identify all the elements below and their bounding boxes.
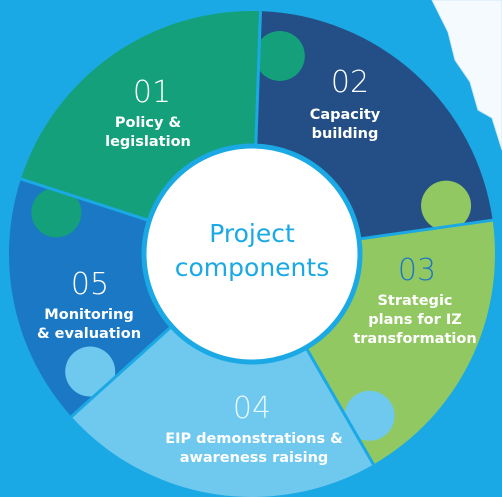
corner-paper-decoration — [431, 0, 502, 151]
segment-label-line: legislation — [105, 134, 191, 150]
puzzle-tab — [31, 187, 82, 238]
segment-label-line: building — [312, 126, 379, 142]
segment-label-line: & evaluation — [37, 326, 141, 342]
segment-label-line: Strategic — [377, 293, 452, 309]
puzzle-tab — [65, 346, 116, 397]
segment-04 — [71, 254, 374, 497]
segment-number: 03 — [398, 253, 436, 288]
segment-number: 01 — [133, 75, 171, 110]
center-circle — [141, 143, 363, 365]
segment-label-line: EIP demonstrations & — [165, 431, 343, 447]
puzzle-tab — [254, 30, 305, 81]
puzzle-tab — [344, 390, 395, 441]
center-title-line: Project — [209, 219, 295, 248]
segment-label-line: Monitoring — [44, 307, 133, 323]
puzzle-tab — [421, 180, 472, 231]
segment-label-line: Policy & — [115, 115, 182, 131]
segment-label-line: plans for IZ — [368, 312, 462, 328]
segment-label-line: awareness raising — [180, 450, 329, 466]
segment-label-line: transformation — [353, 331, 476, 347]
segment-label-line: Capacity — [310, 107, 381, 123]
segment-number: 04 — [233, 391, 271, 426]
segment-number: 05 — [71, 267, 109, 302]
center-title: Project components — [175, 219, 329, 282]
segment-number: 02 — [331, 65, 369, 100]
center-title-line: components — [175, 253, 329, 282]
